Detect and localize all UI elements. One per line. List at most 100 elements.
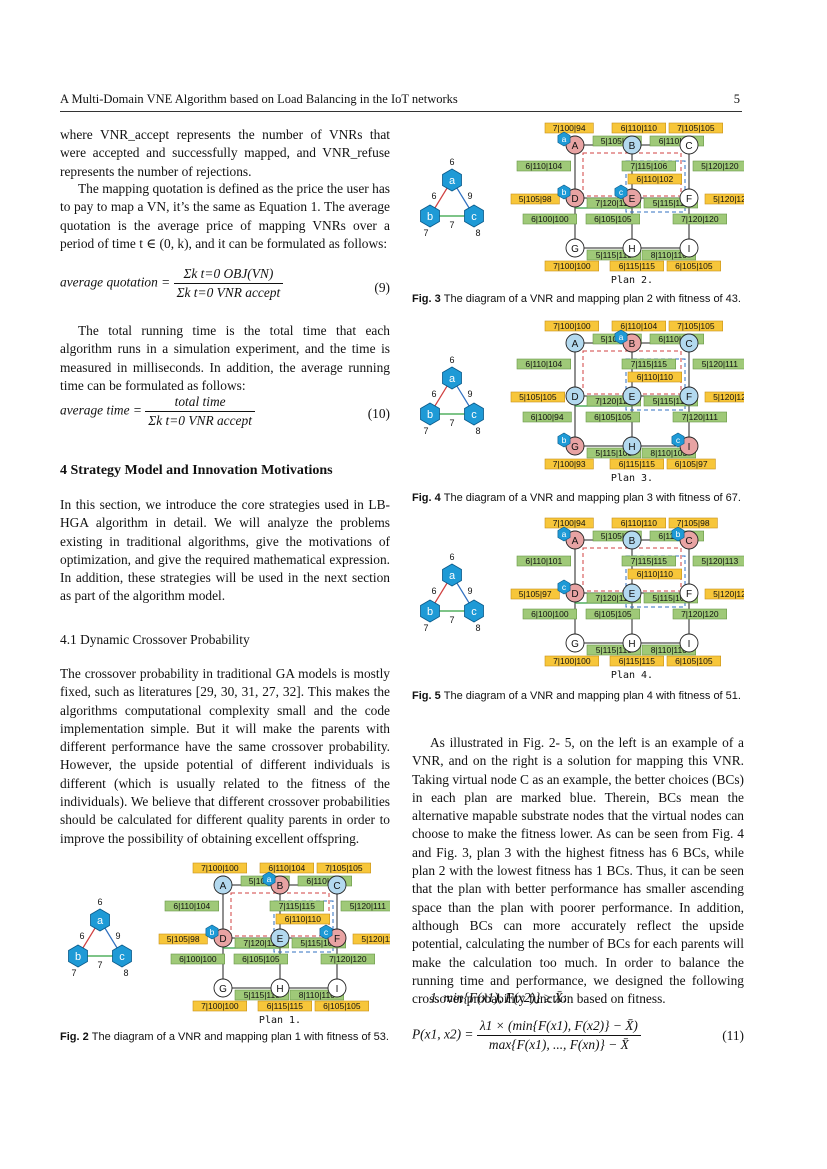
- label-node-f: 5|120|112: [361, 934, 390, 944]
- vnr-node-label-a: a: [449, 570, 456, 582]
- label-top-c-box: [668, 320, 724, 332]
- equation-9: average quotation = Σk t=0 OBJ(VN) Σk t=…: [60, 266, 390, 301]
- plan-title: Plan 1.: [259, 1015, 301, 1026]
- label-bottom-h: 6|115|115: [619, 459, 656, 469]
- label-top-bc-box: [611, 320, 667, 332]
- substrate-node-label-E: E: [277, 934, 284, 945]
- label-link-fi-box: [672, 213, 728, 225]
- vnr-node-a: [442, 563, 462, 587]
- label-bottom-i-box: [314, 1000, 370, 1012]
- substrate-node-label-C: C: [333, 881, 340, 892]
- label-link-gh: 5|115|108: [595, 448, 632, 458]
- vnr-bw-ac: 9: [115, 931, 120, 941]
- substrate-node-label-F: F: [334, 934, 340, 945]
- label-link-fi: 7|120|111: [682, 412, 719, 422]
- vnr-bw-bc: 7: [449, 418, 454, 428]
- label-link-cf-box: [692, 358, 744, 370]
- label-link-eh: 6|105|105: [594, 609, 632, 619]
- label-bottom-g: 7|100|100: [553, 656, 591, 666]
- vnr-bw-ac: 9: [467, 191, 472, 201]
- substrate-node-label-E: E: [629, 194, 636, 205]
- substrate-node-label-H: H: [628, 244, 635, 255]
- label-link-gh: 5|115|115: [596, 250, 633, 260]
- label-link-de-box: [586, 395, 642, 407]
- label-link-cf: 5|120|113: [701, 556, 738, 566]
- vnr-bw-ab: 6: [431, 389, 436, 399]
- substrate-node-D: [565, 386, 585, 406]
- substrate-node-label-G: G: [571, 442, 579, 453]
- label-link-ad-box: [516, 358, 572, 370]
- substrate-node-label-I: I: [688, 639, 691, 650]
- label-bottom-i: 6|105|105: [323, 1001, 361, 1011]
- substrate-node-label-B: B: [629, 339, 636, 350]
- label-bottom-i: 6|105|105: [675, 656, 713, 666]
- vnr-node-label-b: b: [427, 211, 433, 223]
- vnr-node-label-b: b: [427, 606, 433, 618]
- label-top-c: 7|105|98: [677, 518, 710, 528]
- substrate-node-G: [565, 633, 585, 653]
- vnr-node-b: [420, 402, 440, 426]
- label-link-hi-box: [641, 447, 697, 459]
- vnr-node-c: [464, 599, 484, 623]
- label-link-eh-box: [585, 213, 641, 225]
- label-node-f-box: [704, 193, 744, 205]
- label-link-cf-box: [340, 900, 390, 912]
- substrate-node-label-C: C: [685, 141, 692, 152]
- mapped-vnode-label-a: a: [562, 529, 567, 539]
- label-link-fi: 7|120|120: [681, 214, 719, 224]
- vnr-cpu-a: 6: [449, 355, 454, 365]
- label-link-ef: 5|115|115: [653, 396, 690, 406]
- mapped-vnode-label-c: c: [619, 187, 624, 197]
- substrate-node-F: [679, 386, 699, 406]
- label-link-dg-box: [522, 608, 578, 620]
- substrate-node-I: [679, 633, 699, 653]
- figure-4: abc6697787|100|1006|110|1047|105|1055|10…: [420, 320, 744, 484]
- label-link-dg: 6|100|100: [531, 214, 569, 224]
- substrate-node-A: [565, 333, 585, 353]
- label-node-f-box: [704, 588, 744, 600]
- mapped-vnode-b: [557, 432, 571, 448]
- substrate-network: 7|100|1006|110|1047|105|1055|105|996|110…: [510, 320, 744, 484]
- label-link-de: 7|120|113: [243, 938, 280, 948]
- mapped-vnode-label-b: b: [562, 187, 567, 197]
- substrate-node-label-A: A: [220, 881, 227, 892]
- label-bottom-g: 7|100|100: [201, 1001, 239, 1011]
- label-link-gh: 5|115|115: [244, 990, 281, 1000]
- eq9-fraction: Σk t=0 OBJ(VN) Σk t=0 VNR accept: [173, 266, 284, 301]
- label-top-ab-box: [544, 517, 594, 529]
- label-link-bc: 6|110|101: [658, 334, 695, 344]
- plan-title: Plan 4.: [611, 670, 653, 681]
- label-link-gh-box: [586, 249, 642, 261]
- label-link-ad: 6|110|104: [525, 161, 562, 171]
- label-link-dg: 6|100|100: [179, 954, 217, 964]
- label-node-d: 5|105|98: [167, 934, 200, 944]
- label-top-bc: 6|110|104: [268, 863, 305, 873]
- paragraph-crossover: The crossover probability in traditional…: [60, 666, 390, 846]
- mapped-vnode-a: [557, 526, 571, 542]
- label-link-de: 7|120|113: [595, 198, 632, 208]
- label-node-d-box: [510, 391, 566, 403]
- substrate-node-G: [213, 978, 233, 998]
- vnr-node-label-b: b: [75, 951, 81, 963]
- label-link-ef: 5|115|108: [300, 938, 337, 948]
- label-link-eh: 6|105|105: [594, 412, 632, 422]
- label-link-gh-box: [586, 447, 642, 459]
- label-link-eh: 6|105|105: [242, 954, 280, 964]
- label-bottom-g-box: [544, 655, 600, 667]
- figure-2-caption: Fig. 2 The diagram of a VNR and mapping …: [60, 1031, 389, 1043]
- label-top-c-box: [668, 517, 718, 529]
- vnr-node-label-a: a: [449, 175, 456, 187]
- running-header: A Multi-Domain VNE Algorithm based on Lo…: [60, 92, 740, 107]
- label-top-bc: 6|110|110: [621, 518, 658, 528]
- label-top-ab: 7|100|94: [553, 123, 586, 133]
- label-link-ef-box: [643, 197, 699, 209]
- substrate-node-label-H: H: [628, 639, 635, 650]
- substrate-node-E: [270, 928, 290, 948]
- paragraph-section-4: In this section, we introduce the core s…: [60, 497, 390, 604]
- mapped-vnode-c: [614, 184, 628, 200]
- mapped-vnode-label-a: a: [267, 874, 272, 884]
- vnr-cpu-b: 7: [423, 426, 428, 436]
- vnr-bw-ac: 9: [467, 586, 472, 596]
